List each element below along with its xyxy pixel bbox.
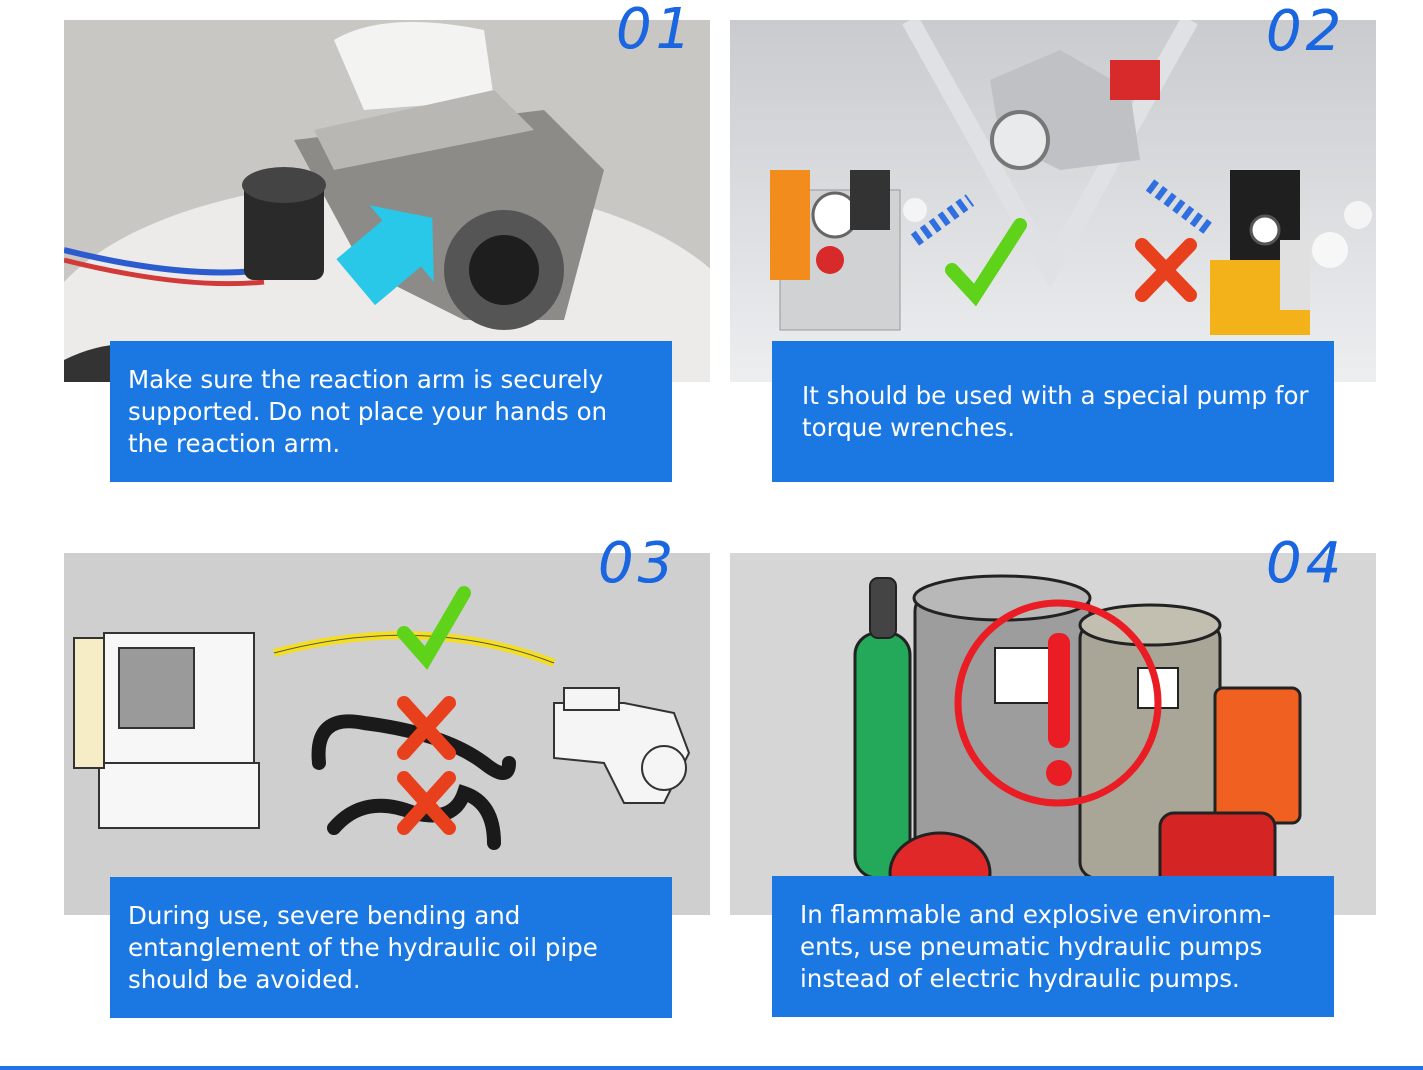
step-number: 04 bbox=[1266, 531, 1346, 596]
step-caption: In flammable and explosive environm-ents… bbox=[772, 876, 1334, 1017]
warning-exclamation-icon bbox=[954, 599, 1162, 807]
step-caption: During use, severe bending and entanglem… bbox=[110, 877, 672, 1018]
caption-text: It should be used with a special pump fo… bbox=[802, 380, 1309, 442]
step-caption: Make sure the reaction arm is securely s… bbox=[110, 341, 672, 482]
hose-bending-illustration bbox=[64, 553, 710, 915]
step-number: 02 bbox=[1266, 0, 1346, 64]
cross-mark-icon bbox=[397, 696, 456, 760]
step-caption: It should be used with a special pump fo… bbox=[772, 341, 1334, 482]
flammable-environment-illustration bbox=[730, 553, 1376, 915]
cross-mark-icon bbox=[1135, 238, 1197, 302]
caption-text: During use, severe bending and entanglem… bbox=[128, 900, 598, 994]
check-mark-icon bbox=[397, 586, 471, 670]
caption-text: In flammable and explosive environm-ents… bbox=[800, 899, 1271, 993]
step-number: 01 bbox=[616, 0, 696, 62]
pump-comparison-photo bbox=[730, 20, 1376, 382]
step-number: 03 bbox=[598, 531, 678, 596]
reaction-arm-photo bbox=[64, 20, 710, 382]
cross-mark-icon bbox=[397, 771, 456, 835]
caption-text: Make sure the reaction arm is securely s… bbox=[128, 364, 608, 458]
check-mark-icon bbox=[945, 218, 1027, 307]
bottom-divider bbox=[0, 1066, 1423, 1070]
